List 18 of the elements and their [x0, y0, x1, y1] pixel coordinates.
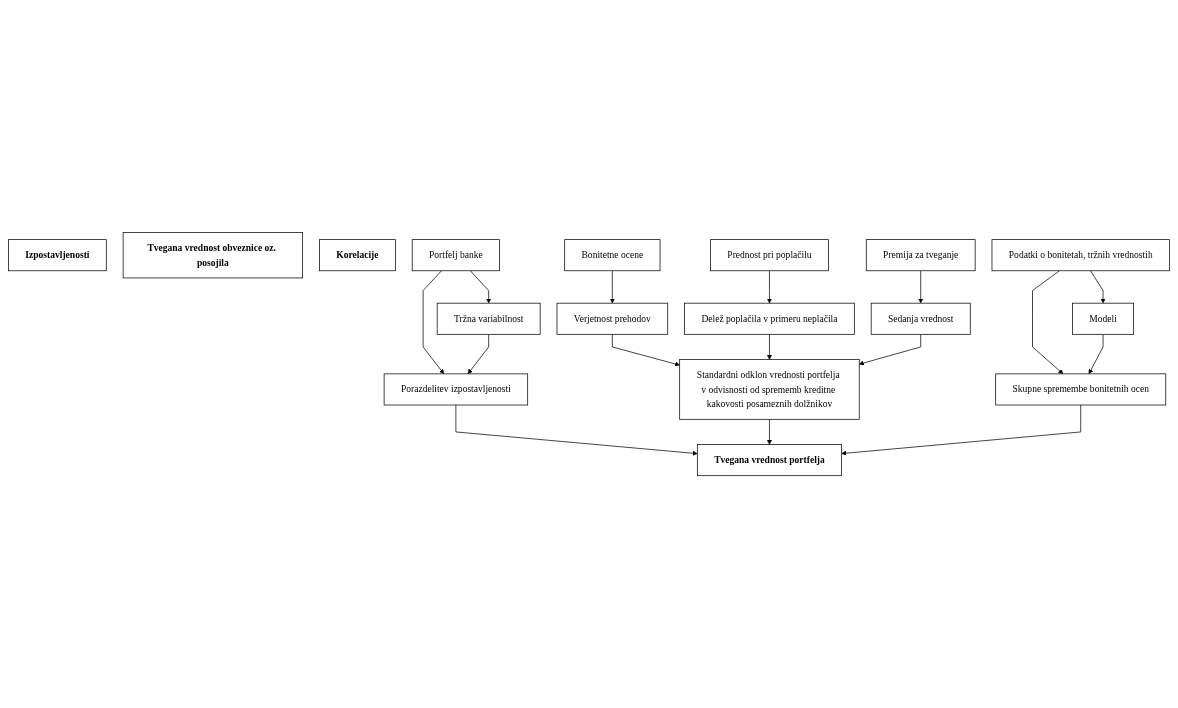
node-box: [696, 444, 842, 476]
node-box: [1072, 302, 1135, 335]
node-box: [865, 239, 976, 272]
node-box: [564, 239, 661, 272]
node-box: [679, 359, 860, 420]
flowchart: Izpostavljenosti Tvegana vrednost obveznice oz. posojila Korelacije Portfelj banke Bonitetne ocene Prednost pri poplačilu Premija za tveganje Podatki o bonitetah, tržnih vrednostih Tržna variabilnost Verjetnost prehodov Delež poplačila v primeru neplačila Sedanja vrednost Modeli Porazdelitev izpostavljenosti Standardni odklon vrednosti portfelja v odvisnosti od sprememb kreditne kakovosti posameznih dolžnikov Skupne spremembe bonitetnih ocen Tvegana vrednost portfelja: [4, 227, 1174, 481]
node-box: [383, 373, 529, 406]
node-box: [8, 239, 107, 272]
node-box: [556, 302, 669, 335]
node-box: [710, 239, 829, 272]
node-box: [870, 302, 971, 335]
node-box: [991, 239, 1170, 272]
node-box: [319, 239, 396, 272]
node-box: [995, 373, 1167, 406]
node-box: [436, 302, 541, 335]
node-box: [411, 239, 500, 272]
node-box: [684, 302, 855, 335]
node-box: [122, 232, 304, 279]
